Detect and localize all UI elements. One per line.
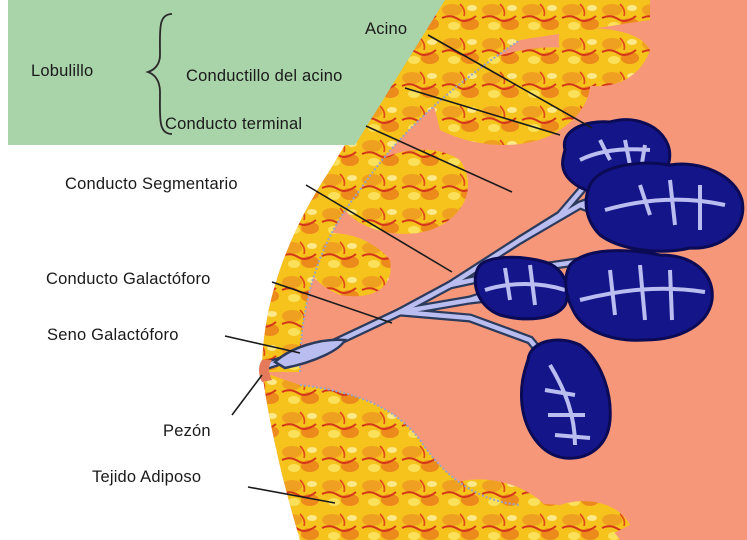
- lobule-middle-left: [475, 257, 567, 319]
- label-seno-galactoforo: Seno Galactóforo: [47, 326, 179, 345]
- lobule-upper-right: [586, 163, 743, 251]
- label-conductillo-del-acino: Conductillo del acino: [186, 67, 342, 86]
- label-conducto-galactoforo: Conducto Galactóforo: [46, 270, 211, 289]
- label-conducto-terminal: Conducto terminal: [165, 115, 302, 134]
- label-acino: Acino: [365, 20, 407, 39]
- label-lobulillo: Lobulillo: [31, 62, 93, 81]
- lobule-middle-right: [566, 251, 713, 341]
- label-tejido-adiposo: Tejido Adiposo: [92, 468, 201, 487]
- label-conducto-segmentario: Conducto Segmentario: [65, 175, 238, 194]
- label-pezon: Pezón: [163, 422, 211, 441]
